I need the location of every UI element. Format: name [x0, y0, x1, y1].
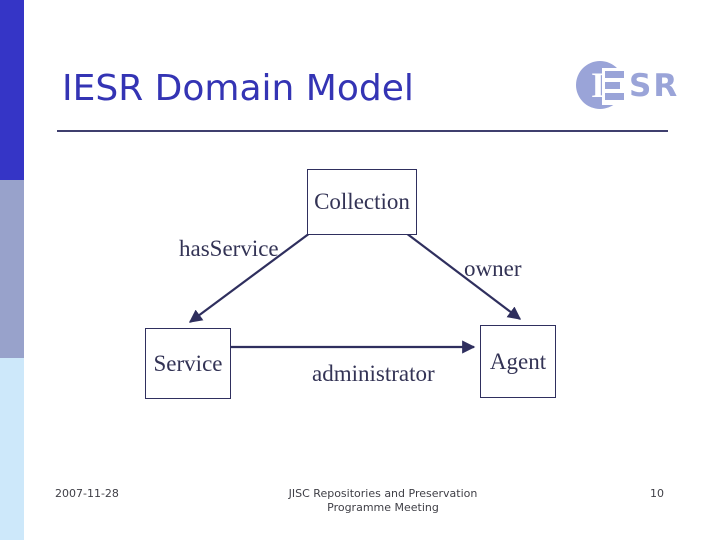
sidebar-accent-middle [0, 180, 24, 358]
footer-caption: JISC Repositories and Preservation Progr… [283, 487, 483, 515]
slide-title: IESR Domain Model [62, 68, 414, 109]
logo-letter-i: I [590, 65, 605, 105]
node-service-label: Service [153, 350, 223, 376]
edge-label-owner: owner [464, 256, 522, 281]
iesr-logo-icon: I SR [576, 61, 696, 113]
logo-e-bar [605, 71, 624, 78]
node-collection: Collection [307, 169, 417, 235]
edge-label-hasservice: hasService [179, 236, 279, 261]
sidebar-accent-bottom [0, 358, 24, 540]
logo-letter-e-icon [602, 68, 628, 105]
footer-caption-line1: JISC Repositories and Preservation [288, 487, 478, 500]
node-service: Service [145, 328, 231, 399]
node-agent: Agent [480, 325, 556, 398]
footer-caption-line2: Programme Meeting [327, 501, 439, 514]
edge-line-hasservice [188, 232, 311, 323]
logo-letters-sr: SR [629, 68, 680, 104]
edge-line-owner [405, 232, 522, 320]
footer-date: 2007-11-28 [55, 487, 119, 500]
sidebar-accent-top [0, 0, 24, 180]
title-divider [57, 130, 668, 132]
node-agent-label: Agent [489, 348, 547, 374]
logo-e-bar [605, 82, 620, 89]
edge-label-administrator: administrator [312, 361, 435, 386]
logo-e-bar [605, 93, 624, 100]
page-number: 10 [650, 487, 664, 500]
node-collection-label: Collection [314, 189, 410, 214]
